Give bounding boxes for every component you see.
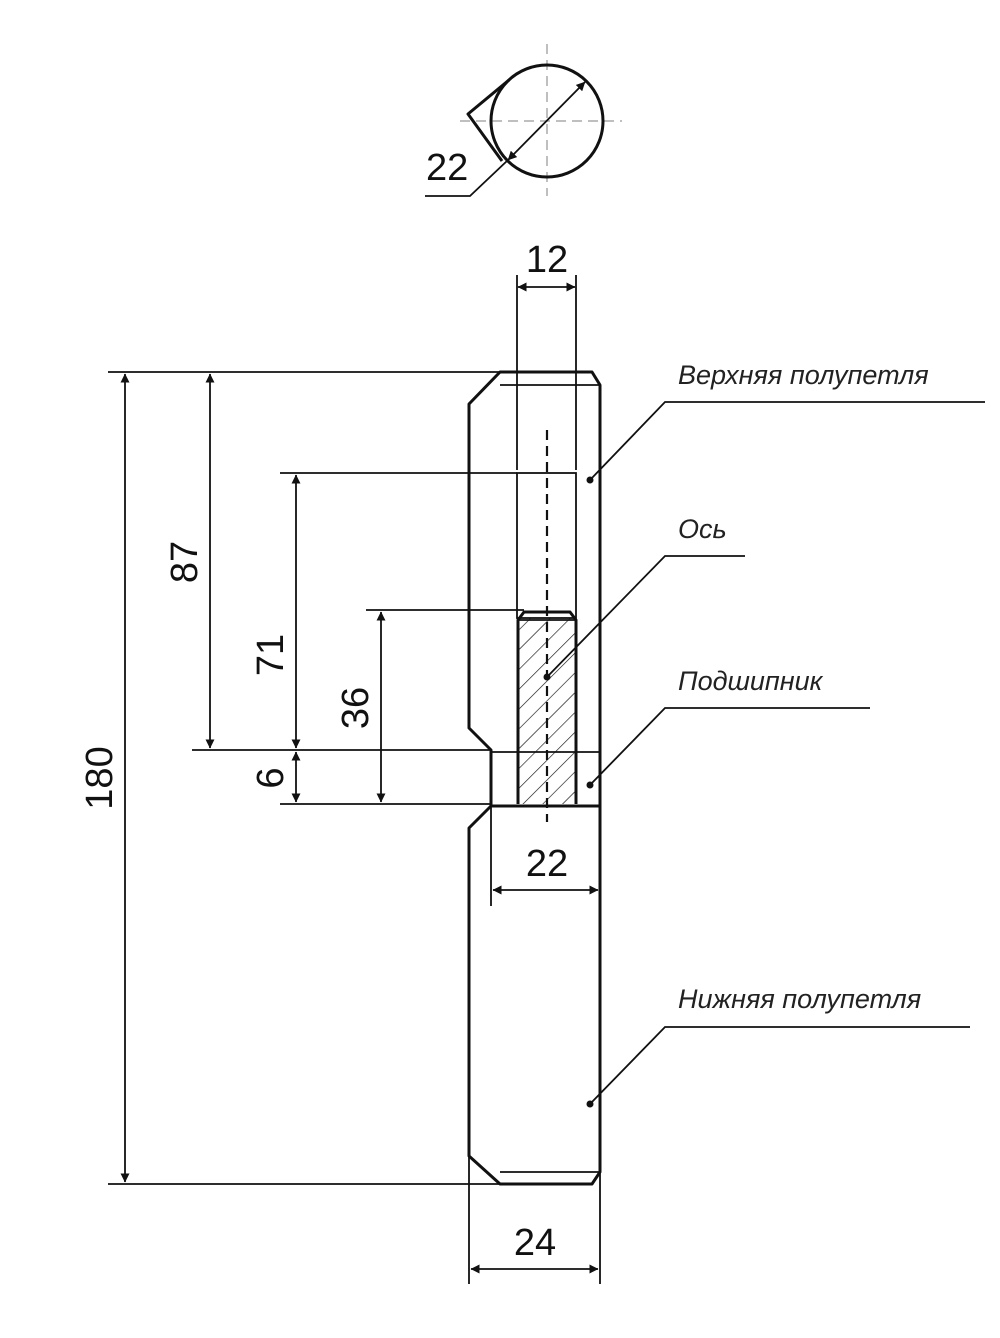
dim-upper-height-label: 87 [164, 541, 206, 583]
dim-bearing-height-label: 6 [250, 767, 292, 788]
dim-bearing-height: 6 [250, 751, 301, 803]
dim-bearing-width: 22 [490, 806, 599, 906]
label-bearing: Подшипник [678, 666, 824, 696]
dim-socket-depth-label: 71 [250, 634, 292, 676]
dim-upper-height: 87 [164, 373, 215, 749]
callout-axis: Ось [543, 514, 745, 681]
callout-lower-half: Нижняя полупетля [586, 984, 970, 1108]
top-view-circle [489, 63, 605, 179]
callout-upper-half: Верхняя полупетля [586, 360, 985, 484]
label-upper-half: Верхняя полупетля [678, 360, 929, 390]
dim-total-height-label: 180 [79, 746, 121, 809]
top-view-diameter-line [507, 81, 586, 161]
top-view-diameter-label: 22 [426, 147, 468, 189]
dim-pin-length: 36 [335, 611, 386, 803]
dim-pin-width: 12 [516, 239, 577, 470]
top-view: 22 [425, 44, 622, 197]
callout-bearing: Подшипник [586, 666, 870, 789]
label-axis: Ось [678, 514, 727, 544]
dim-bearing-width-label: 22 [526, 843, 568, 885]
dim-pin-length-label: 36 [335, 687, 377, 729]
top-view-tip [466, 78, 510, 162]
dim-socket-depth: 71 [250, 474, 301, 749]
top-view-leader [425, 159, 509, 197]
dim-body-width-label: 24 [514, 1222, 556, 1264]
dim-pin-width-label: 12 [526, 239, 568, 281]
dim-body-width: 24 [468, 1156, 601, 1284]
dim-total-height: 180 [79, 373, 130, 1183]
label-lower-half: Нижняя полупетля [678, 984, 921, 1014]
